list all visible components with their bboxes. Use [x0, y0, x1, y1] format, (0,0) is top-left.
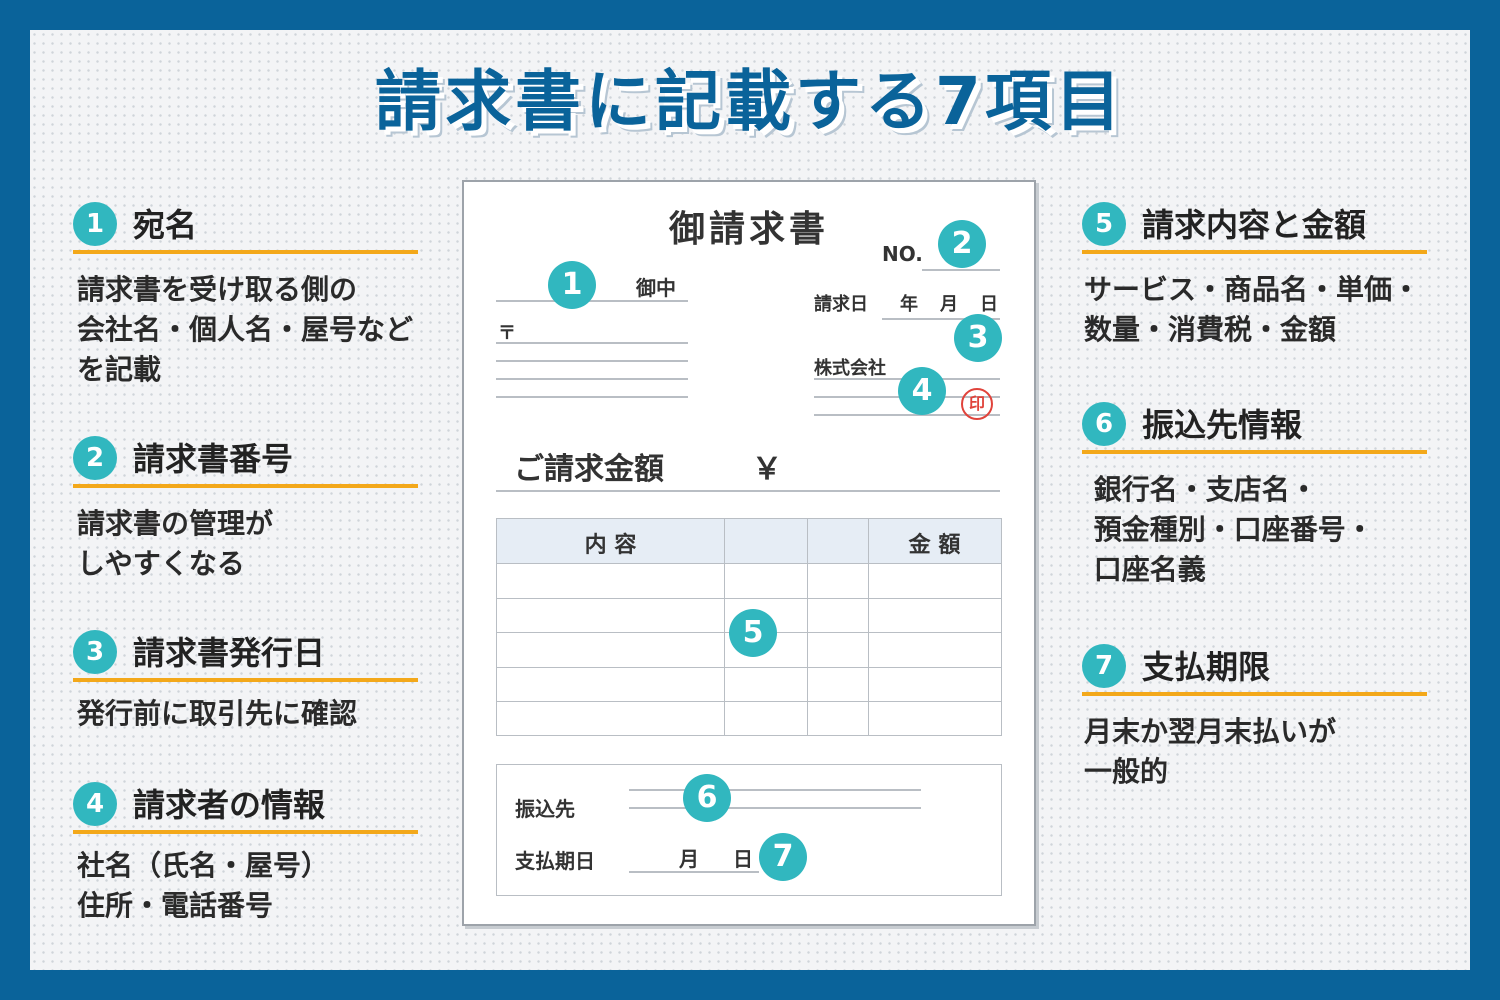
- item-title: 振込先情報: [1142, 406, 1303, 444]
- marker-1-badge: 1: [548, 261, 596, 309]
- item-number-badge: 2: [73, 436, 117, 480]
- marker-4-badge: 4: [898, 367, 946, 415]
- item-title: 請求書発行日: [133, 634, 326, 672]
- invoice-no-label: NO.: [882, 242, 923, 266]
- table-row-divider: [497, 667, 1001, 668]
- amount-line: [496, 490, 1000, 492]
- item-number-badge: 1: [73, 202, 117, 246]
- item-4-description: 社名（氏名・屋号） 住所・電話番号: [77, 849, 330, 922]
- invoice-title: 御請求書: [668, 209, 829, 250]
- column-header-amount: 金 額: [908, 533, 961, 558]
- invoice-document: 御請求書 1 御中 〒 NO. 2 請求日 年 月 日 3 株式会社 4 印 ご…: [462, 180, 1036, 926]
- bank-line: [629, 807, 921, 809]
- marker-5-badge: 5: [729, 609, 777, 657]
- invoice-date-line: [882, 318, 1000, 320]
- item-title: 請求者の情報: [133, 786, 326, 824]
- table-row-divider: [497, 701, 1001, 702]
- address-line: [496, 396, 688, 398]
- item-title: 請求内容と金額: [1142, 206, 1367, 244]
- item-7-description: 月末か翌月末払いが 一般的: [1084, 715, 1337, 788]
- column-header-content: 内 容: [584, 533, 637, 558]
- item-2-description: 請求書の管理が しやすくなる: [77, 507, 274, 580]
- page-title: 請求書に記載する7項目: [375, 63, 1125, 140]
- marker-7-badge: 7: [759, 833, 807, 881]
- invoice-no-line: [922, 269, 1000, 271]
- item-3-heading: 3 請求書発行日: [73, 626, 418, 682]
- addressee-line: [496, 300, 688, 302]
- item-title: 請求書番号: [133, 440, 294, 478]
- table-column-divider: [807, 519, 808, 735]
- address-line: [496, 378, 688, 380]
- marker-6-badge: 6: [683, 774, 731, 822]
- item-number-badge: 5: [1082, 202, 1126, 246]
- item-7-heading: 7 支払期限: [1082, 640, 1427, 696]
- due-date-line: [629, 871, 759, 873]
- day-label: 日: [980, 294, 998, 315]
- item-4-heading: 4 請求者の情報: [73, 778, 418, 834]
- yen-symbol: ￥: [752, 452, 782, 487]
- bank-line: [629, 789, 921, 791]
- invoice-table: 内 容 金 額 5: [496, 518, 1002, 736]
- onchu-label: 御中: [636, 276, 676, 300]
- marker-3-badge: 3: [954, 314, 1002, 362]
- year-label: 年: [900, 294, 918, 315]
- address-line: [496, 360, 688, 362]
- company-label: 株式会社: [814, 358, 886, 379]
- table-row-divider: [497, 598, 1001, 599]
- due-day-label: 日: [733, 847, 753, 871]
- item-2-heading: 2 請求書番号: [73, 432, 418, 488]
- billing-amount-label: ご請求金額: [514, 452, 664, 487]
- item-title: 支払期限: [1142, 648, 1271, 686]
- item-number-badge: 4: [73, 782, 117, 826]
- table-column-divider: [868, 519, 869, 735]
- item-number-badge: 7: [1082, 644, 1126, 688]
- item-1-heading: 1 宛名: [73, 198, 418, 254]
- item-5-description: サービス・商品名・単価・ 数量・消費税・金額: [1084, 273, 1421, 346]
- seal-stamp: 印: [961, 388, 993, 420]
- item-number-badge: 6: [1082, 402, 1126, 446]
- item-1-description: 請求書を受け取る側の 会社名・個人名・屋号など を記載: [77, 273, 414, 386]
- month-label: 月: [940, 294, 958, 315]
- address-line: [496, 342, 688, 344]
- payment-box: 振込先 6 支払期日 月 日 7: [496, 764, 1002, 896]
- item-6-heading: 6 振込先情報: [1082, 398, 1427, 454]
- item-number-badge: 3: [73, 630, 117, 674]
- table-column-divider: [724, 519, 725, 735]
- item-title: 宛名: [133, 206, 198, 244]
- due-date-label: 支払期日: [515, 849, 595, 873]
- item-6-description: 銀行名・支店名・ 預金種別・口座番号・ 口座名義: [1093, 473, 1374, 586]
- company-line: [814, 414, 1000, 416]
- invoice-date-label: 請求日: [814, 294, 868, 315]
- item-5-heading: 5 請求内容と金額: [1082, 198, 1427, 254]
- table-header: [497, 519, 1001, 563]
- item-3-description: 発行前に取引先に確認: [77, 697, 358, 730]
- marker-2-badge: 2: [938, 220, 986, 268]
- table-row-divider: [497, 563, 1001, 564]
- due-month-label: 月: [679, 847, 699, 871]
- postal-mark: 〒: [498, 323, 516, 344]
- bank-label: 振込先: [515, 797, 575, 821]
